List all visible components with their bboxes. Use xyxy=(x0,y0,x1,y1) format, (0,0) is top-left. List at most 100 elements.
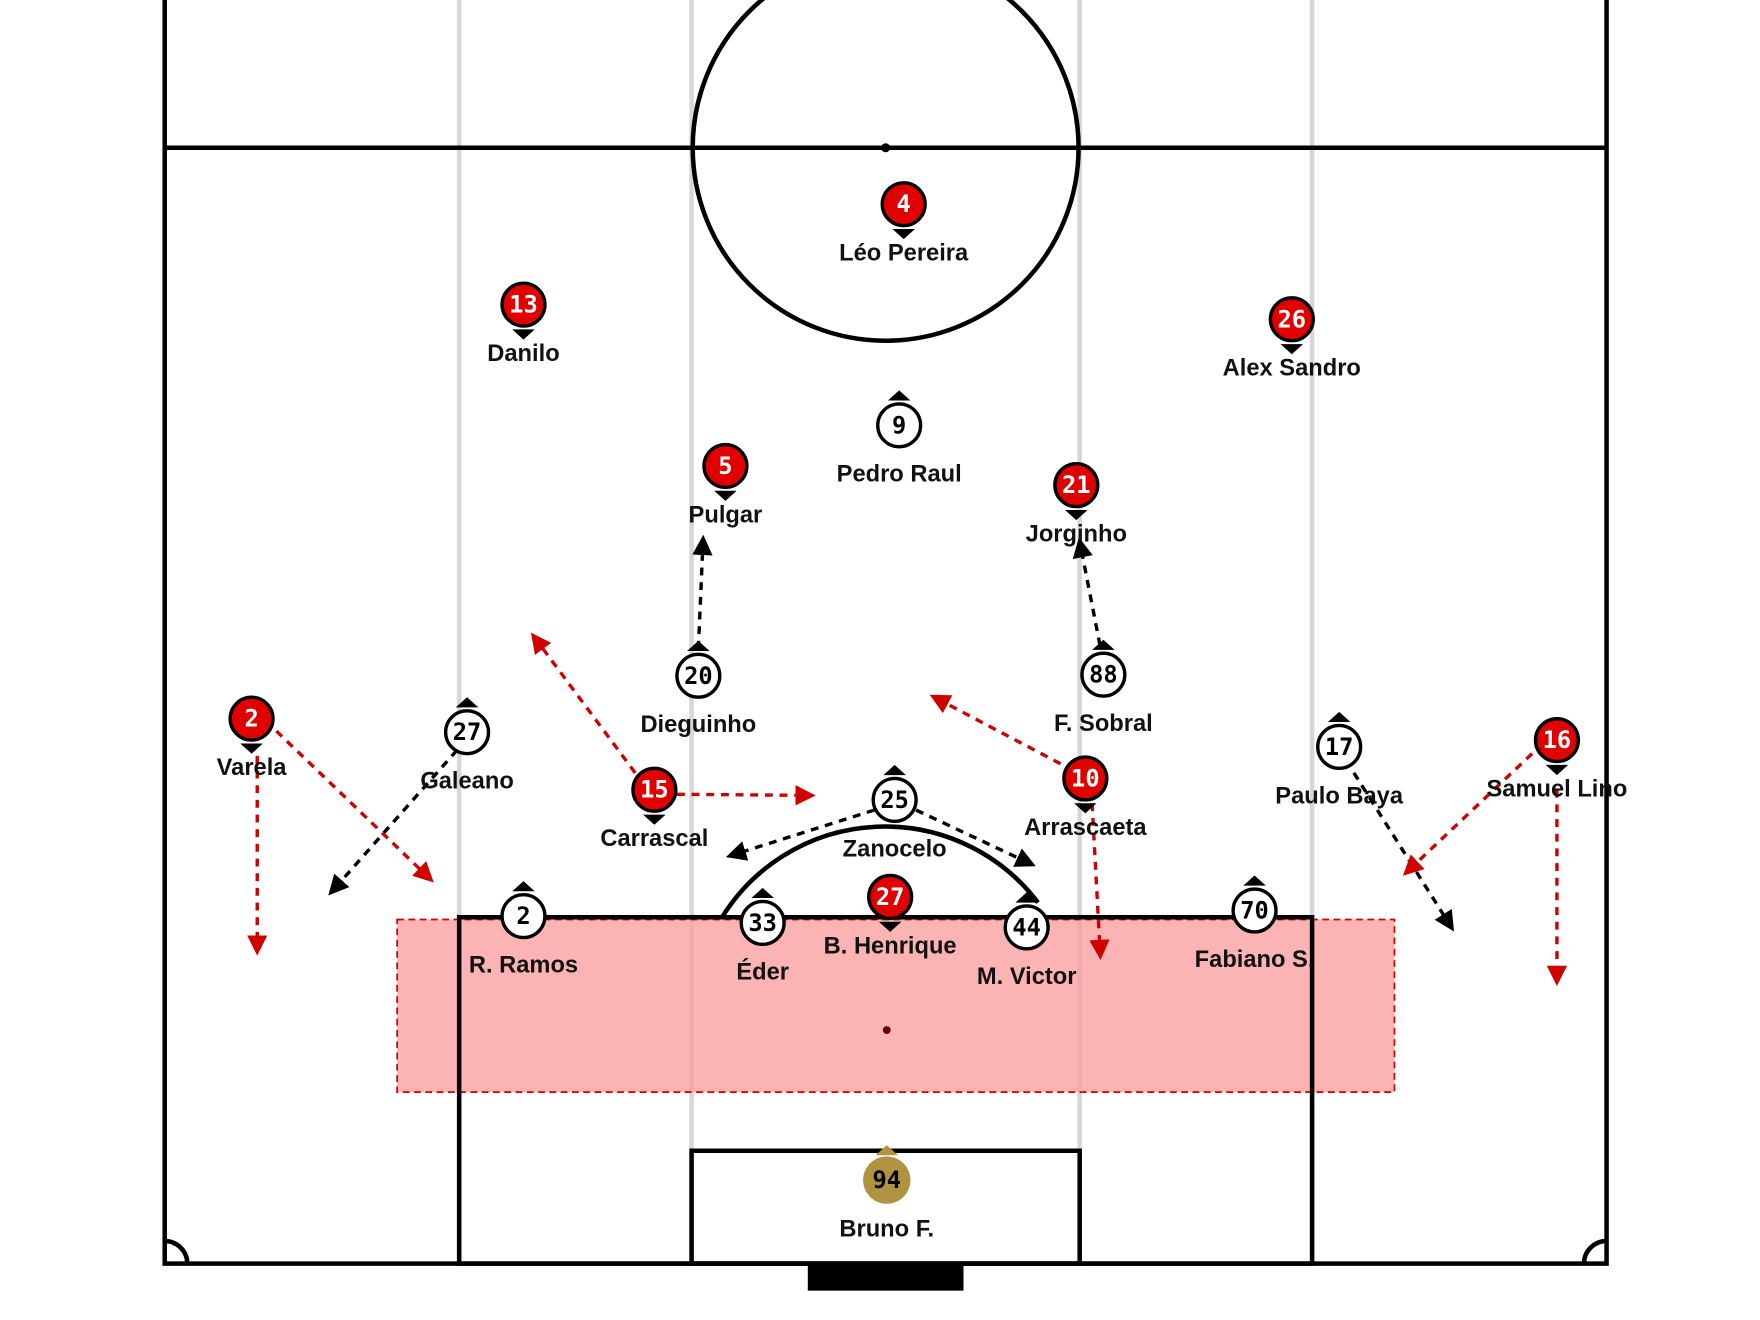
player-number: 15 xyxy=(640,776,669,804)
direction-triangle-icon xyxy=(883,764,906,776)
direction-triangle-icon xyxy=(1015,892,1038,903)
direction-triangle-icon xyxy=(512,881,535,892)
black-run-arrow xyxy=(1072,537,1102,646)
player-circle xyxy=(500,281,547,328)
player-name: Pulgar xyxy=(689,502,763,528)
player-circle xyxy=(867,873,914,921)
player-circle xyxy=(880,181,927,228)
player-number: 88 xyxy=(1089,661,1118,689)
direction-triangle-icon xyxy=(714,490,737,501)
movement-arrows xyxy=(247,534,1568,987)
black-run-arrow xyxy=(1352,771,1455,932)
red-run-arrow xyxy=(275,729,434,883)
player-circle xyxy=(500,892,547,940)
direction-triangle-icon xyxy=(240,743,263,754)
player-circle xyxy=(702,442,749,490)
player-circle xyxy=(1231,887,1278,934)
red-run-arrow xyxy=(1402,752,1534,876)
penalty-spot xyxy=(882,1026,891,1034)
player-number: 9 xyxy=(892,411,906,439)
direction-triangle-icon xyxy=(1280,344,1304,355)
player-marker[interactable]: 88F. Sobral xyxy=(1054,639,1153,737)
player-name: Jorginho xyxy=(1026,522,1127,548)
player-circle xyxy=(675,652,722,699)
player-number: 17 xyxy=(1325,733,1354,761)
direction-triangle-icon xyxy=(751,887,774,899)
player-circle xyxy=(228,695,275,742)
player-circle xyxy=(1053,462,1100,509)
player-marker[interactable]: 27B. Henrique xyxy=(824,873,957,959)
red-run-arrow xyxy=(530,632,637,774)
player-number: 25 xyxy=(880,786,909,814)
player-name: Dieguinho xyxy=(640,712,756,738)
player-number: 13 xyxy=(509,291,538,319)
player-number: 4 xyxy=(897,190,911,218)
player-circle xyxy=(1268,296,1315,343)
player-number: 44 xyxy=(1012,913,1041,941)
direction-triangle-icon xyxy=(1065,509,1088,521)
player-circle xyxy=(1080,651,1127,698)
player-number: 27 xyxy=(453,718,482,746)
player-circle xyxy=(863,1156,911,1204)
direction-triangle-icon xyxy=(1545,764,1569,776)
player-circle xyxy=(876,402,923,449)
player-circle xyxy=(631,766,678,813)
player-number: 70 xyxy=(1240,896,1269,924)
goal xyxy=(807,1265,964,1291)
player-name: Paulo Baya xyxy=(1275,783,1404,809)
direction-triangle-icon xyxy=(643,814,666,825)
player-number: 2 xyxy=(516,902,530,930)
player-name: Pedro Raul xyxy=(837,462,962,488)
player-number: 27 xyxy=(876,883,905,911)
player-marker[interactable]: 44 M. Victor xyxy=(977,892,1077,990)
black-run-arrow xyxy=(725,808,875,861)
player-name: Carrascal xyxy=(600,826,708,852)
player-name: R. Ramos xyxy=(469,953,578,979)
player-number: 26 xyxy=(1278,305,1307,333)
player-number: 94 xyxy=(873,1166,902,1194)
direction-triangle-icon xyxy=(1327,711,1351,723)
player-name: Alex Sandro xyxy=(1223,356,1361,382)
player-name: Bruno F. xyxy=(839,1217,934,1243)
defensive-zone-highlight xyxy=(396,918,1396,1093)
player-name: Éder xyxy=(736,957,789,985)
red-run-arrow xyxy=(676,785,816,806)
player-circle xyxy=(739,899,786,946)
player-number: 5 xyxy=(718,452,732,480)
direction-triangle-icon xyxy=(875,1145,899,1156)
player-circle xyxy=(871,776,918,824)
direction-triangle-icon xyxy=(1243,875,1266,886)
player-marker[interactable]: 2 R. Ramos xyxy=(469,881,578,979)
player-name: Arrascaeta xyxy=(1024,815,1147,841)
player-number: 10 xyxy=(1071,764,1100,792)
red-run-arrow xyxy=(929,694,1062,766)
direction-triangle-icon xyxy=(878,921,902,932)
black-run-arrow xyxy=(915,808,1036,867)
player-name: M. Victor xyxy=(977,964,1077,990)
direction-triangle-icon xyxy=(887,390,911,401)
player-name: Danilo xyxy=(487,341,559,367)
direction-triangle-icon xyxy=(892,229,915,240)
player-name: Samuel Lino xyxy=(1487,777,1628,803)
player-number: 20 xyxy=(684,662,713,690)
center-spot xyxy=(881,143,891,153)
